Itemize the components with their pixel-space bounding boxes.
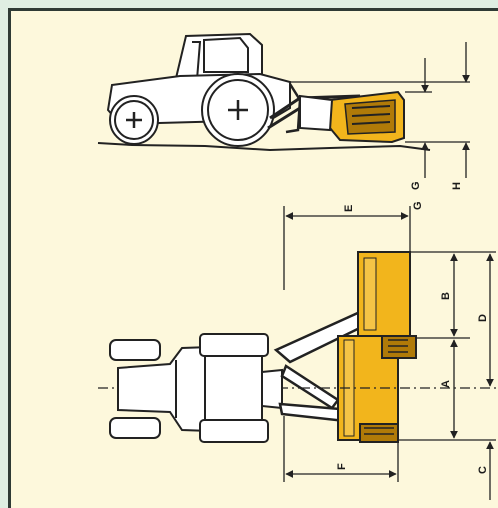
label-c: C xyxy=(477,466,489,474)
label-b: B xyxy=(440,292,452,300)
side-mower-head xyxy=(299,90,405,144)
side-dimensions xyxy=(290,42,470,178)
label-f: F xyxy=(336,463,348,470)
front-wheel-left xyxy=(109,339,161,361)
top-dimensions xyxy=(283,206,496,500)
label-g-side: G xyxy=(410,181,422,190)
label-h-side: H xyxy=(451,182,463,190)
ground-line xyxy=(97,142,431,152)
label-e: E xyxy=(343,205,355,212)
side-view xyxy=(97,32,431,152)
top-mower-head xyxy=(337,251,417,443)
rear-wheel-right xyxy=(199,419,269,443)
front-wheel-right xyxy=(109,417,161,439)
rear-wheel-left xyxy=(199,333,269,357)
label-g-top: G xyxy=(412,201,424,210)
label-a: A xyxy=(440,380,452,388)
top-view xyxy=(98,333,300,443)
label-d: D xyxy=(477,314,489,322)
